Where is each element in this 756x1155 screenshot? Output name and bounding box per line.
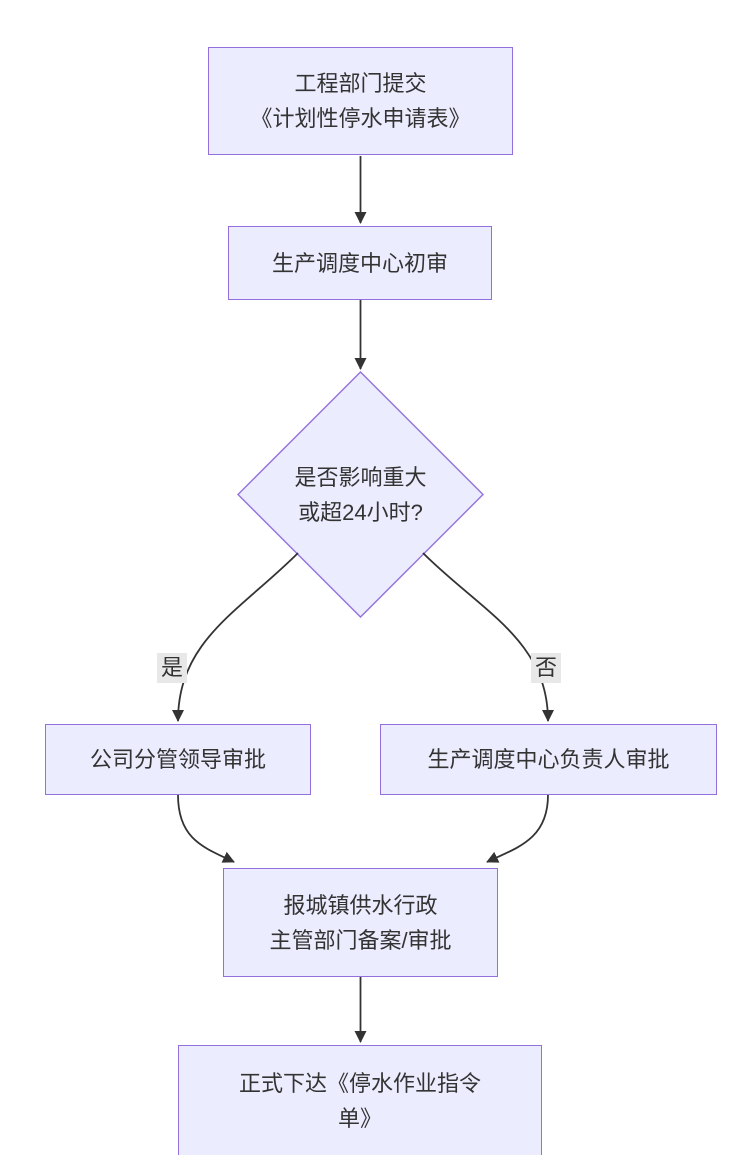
node-initial-review: 生产调度中心初审	[228, 226, 492, 300]
edge-leader-to-report	[177, 794, 235, 863]
edge-decision-yes	[172, 552, 299, 722]
edge-label-yes: 是	[156, 653, 188, 683]
node-report-authority: 报城镇供水行政 主管部门备案/审批	[223, 868, 498, 977]
edge-label-no: 否	[530, 653, 562, 683]
edge-dispatch-to-report	[486, 794, 549, 863]
edge-decision-no	[422, 552, 554, 722]
decision-label: 是否影响重大 或超24小时?	[294, 465, 427, 525]
node-submit-application: 工程部门提交 《计划性停水申请表》	[208, 47, 513, 155]
node-leader-approval: 公司分管领导审批	[45, 724, 311, 795]
decision-diamond	[237, 371, 484, 618]
node-dispatch-head-approval: 生产调度中心负责人审批	[380, 724, 717, 795]
node-issue-order: 正式下达《停水作业指令 单》	[178, 1045, 542, 1155]
